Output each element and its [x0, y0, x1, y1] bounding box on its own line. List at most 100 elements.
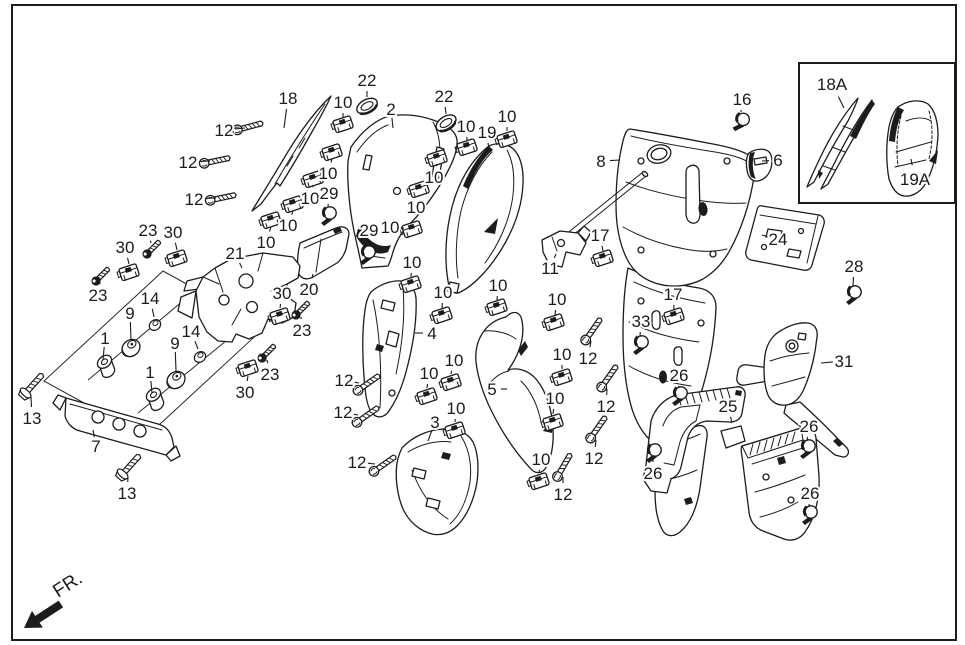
callout-12: 12 — [585, 449, 604, 468]
callout-12: 12 — [554, 485, 573, 504]
leader-line — [487, 142, 490, 153]
callout-12: 12 — [579, 349, 598, 368]
part-11-stay-bracket — [541, 170, 649, 268]
callout-26: 26 — [800, 417, 819, 436]
leader-line — [609, 159, 621, 162]
u-nut-clip-icon — [540, 312, 566, 333]
callout-21: 21 — [226, 244, 245, 263]
leader-line — [174, 242, 178, 251]
callout-30: 30 — [273, 284, 292, 303]
part-24-access-lid — [745, 204, 825, 271]
page-border — [11, 4, 957, 641]
u-nut-clip-icon — [525, 471, 551, 492]
callout-8: 8 — [596, 152, 605, 171]
leader-line — [354, 381, 360, 384]
u-nut-clip-icon — [483, 297, 509, 318]
callout-33: 33 — [632, 312, 651, 331]
callout-10: 10 — [532, 450, 551, 469]
leader-line — [837, 96, 845, 109]
leader-line — [366, 240, 369, 247]
collar-icon — [191, 348, 209, 366]
leader-line — [149, 240, 152, 244]
front-direction-arrow: FR. — [24, 568, 86, 628]
callout-30: 30 — [236, 383, 255, 402]
callout-5: 5 — [487, 380, 496, 399]
callout-31: 31 — [835, 352, 854, 371]
part-31-rear-bracket — [736, 322, 850, 458]
callout-12: 12 — [179, 153, 198, 172]
callout-10: 10 — [553, 345, 572, 364]
tapping-screw-icon — [594, 361, 622, 395]
callout-23: 23 — [293, 321, 312, 340]
part-19A-garnish-variant — [886, 100, 939, 197]
callout-10: 10 — [548, 290, 567, 309]
leader-line — [311, 184, 314, 188]
tapping-screw-icon — [230, 117, 265, 137]
oval-grommet-icon — [352, 93, 382, 119]
leader-line — [204, 197, 217, 200]
leader-line — [330, 158, 333, 163]
leader-line — [198, 160, 211, 163]
callout-22: 22 — [358, 71, 377, 90]
callout-17: 17 — [664, 285, 683, 304]
callout-12: 12 — [597, 397, 616, 416]
callout-30: 30 — [164, 223, 183, 242]
u-nut-clip-icon — [163, 248, 189, 269]
u-nut-clip-icon — [589, 248, 615, 269]
leader-lines-layer — [30, 91, 913, 508]
tapping-screw-icon — [583, 412, 611, 446]
callout-10: 10 — [301, 189, 320, 208]
callout-10: 10 — [279, 216, 298, 235]
callout-10: 10 — [489, 276, 508, 295]
callout-1: 1 — [145, 363, 154, 382]
callout-23: 23 — [261, 365, 280, 384]
leader-line — [126, 257, 130, 265]
part-18-upper-left-garnish — [251, 95, 332, 212]
u-nut-clip-icon — [413, 386, 439, 407]
u-nut-clip-icon — [234, 358, 260, 379]
callout-6: 6 — [773, 151, 782, 170]
callout-26: 26 — [670, 366, 689, 385]
callout-12: 12 — [335, 371, 354, 390]
part-25-inner-box-assembly — [642, 386, 820, 541]
callout-3: 3 — [430, 413, 439, 432]
callout-26: 26 — [801, 484, 820, 503]
callout-23: 23 — [89, 286, 108, 305]
callout-10: 10 — [445, 351, 464, 370]
callout-10: 10 — [257, 233, 276, 252]
leader-line — [589, 340, 592, 348]
part-19-right-side-garnish — [445, 143, 524, 294]
part-8-inner-front-panel — [615, 128, 756, 537]
pan-screw-icon — [319, 205, 338, 228]
callout-25: 25 — [719, 397, 738, 416]
callout-18: 18 — [279, 89, 298, 108]
callout-23: 23 — [139, 221, 158, 240]
leader-line — [553, 253, 557, 259]
callout-10: 10 — [407, 198, 426, 217]
leader-line — [92, 429, 95, 438]
callout-10: 10 — [546, 389, 565, 408]
hex-bolt-icon — [88, 264, 113, 289]
inset-detail-box — [798, 62, 956, 204]
leader-line — [266, 359, 269, 364]
part-18A-garnish-variant — [806, 97, 875, 190]
leader-line — [268, 226, 272, 232]
part-2-front-center-cover — [347, 114, 458, 269]
u-nut-clip-icon — [329, 114, 355, 135]
callout-12: 12 — [215, 121, 234, 140]
callout-26: 26 — [644, 464, 663, 483]
leader-line — [820, 361, 834, 364]
callout-20: 20 — [300, 280, 319, 299]
leader-line — [311, 273, 314, 279]
leader-line — [910, 158, 913, 166]
leader-line — [239, 262, 243, 269]
leader-line — [194, 341, 199, 350]
flange-bolt-icon — [16, 369, 49, 403]
callout-12: 12 — [185, 190, 204, 209]
leader-line — [554, 309, 557, 316]
callout-10: 10 — [447, 399, 466, 418]
leader-line — [427, 430, 433, 442]
callout-29: 29 — [360, 221, 379, 240]
callout-29: 29 — [320, 184, 339, 203]
